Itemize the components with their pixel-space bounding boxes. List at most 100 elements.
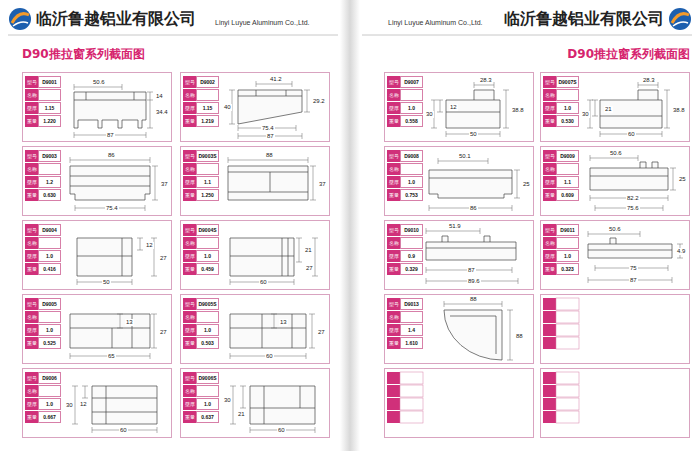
dimension-label: 87 [629, 277, 638, 284]
profile-drawing-part [250, 386, 315, 424]
profile-card: 型号D9005名称壁厚1.0重量0.525132765 [22, 294, 172, 364]
field-label: 名称 [25, 89, 38, 101]
empty-card-part [387, 372, 400, 384]
field-label: 壁厚 [543, 102, 556, 114]
blank-cell [556, 237, 579, 249]
dimension-label: 21 [304, 247, 313, 254]
profile-card: 型号D9013名称壁厚1.4重量1.6108888 [384, 294, 534, 364]
profile-drawing-part [429, 170, 512, 198]
dimension-label: 88 [515, 333, 524, 340]
field-value: 1.2 [38, 176, 61, 188]
dimension-label: 41.2 [269, 76, 283, 83]
field-value: 0.525 [38, 337, 61, 349]
dimension-label: 82.2 [626, 195, 640, 202]
profile-drawing [588, 231, 683, 283]
profile-drawing-part [228, 166, 308, 200]
dimension-label: 30 [65, 402, 74, 409]
profile-drawing-part [429, 158, 520, 211]
field-value: 0.753 [400, 189, 423, 201]
profile-drawing-part [446, 90, 500, 128]
dimension-label: 28.3 [479, 77, 493, 84]
profile-drawing-part [230, 238, 294, 276]
empty-card-part [543, 372, 556, 384]
empty-card-part [385, 369, 534, 438]
field-label: 壁厚 [183, 102, 196, 114]
dimension-label: 34.4 [155, 109, 169, 116]
field-label: 型号 [183, 372, 196, 384]
dimension-label: 60 [277, 427, 286, 434]
profile-card: 型号D9002名称壁厚1.15重量1.21941.24029.275.487 [180, 72, 330, 142]
profile-drawing [587, 82, 670, 137]
empty-card-part [543, 385, 556, 397]
profile-drawing-part [230, 386, 315, 433]
field-label: 型号 [25, 224, 38, 236]
empty-card-part [387, 411, 400, 423]
blank-cell [38, 237, 61, 249]
field-label: 名称 [25, 163, 38, 175]
dimension-label: 30 [425, 111, 434, 118]
profile-drawing-part [72, 386, 157, 433]
profile-card: 型号D9011名称壁厚1.0重量0.32350.64.97587 [540, 220, 690, 290]
profile-drawing-part [444, 310, 502, 360]
profile-drawing [229, 81, 310, 139]
field-label: 重量 [25, 263, 38, 275]
empty-card-part [543, 298, 556, 310]
field-value: 0.9 [400, 250, 423, 262]
profile-drawing [70, 157, 158, 211]
dimension-label: 38.8 [672, 107, 686, 114]
field-label: 重量 [543, 263, 556, 275]
profile-drawing-part [74, 84, 153, 138]
company-logo-part [9, 8, 31, 30]
profile-card: 型号D9009名称壁厚1.1重量0.60950.62582.275.6 [540, 146, 690, 216]
dimension-label: 13 [125, 319, 134, 326]
field-value: 0.609 [556, 189, 579, 201]
field-value: 0.416 [38, 263, 61, 275]
field-label: 名称 [387, 237, 400, 249]
empty-card-part [543, 311, 556, 323]
field-value: 1.0 [38, 398, 61, 410]
field-value: D9010 [400, 224, 423, 236]
blank-cell [196, 237, 219, 249]
company-logo [669, 8, 691, 30]
field-label: 重量 [183, 337, 196, 349]
blank-cell [38, 385, 61, 397]
dimension-label: 75.6 [626, 205, 640, 212]
field-label: 壁厚 [25, 176, 38, 188]
field-value: D9002 [196, 76, 219, 88]
empty-card-part [541, 369, 690, 438]
field-value: 0.323 [556, 263, 579, 275]
dimension-label: 12 [79, 401, 88, 408]
profile-card: 型号D9007名称壁厚1.0重量0.55828.3301238.850 [384, 72, 534, 142]
field-label: 壁厚 [387, 102, 400, 114]
dimension-label: 25 [522, 181, 531, 188]
field-value: 0.530 [556, 115, 579, 127]
field-value: 1.0 [556, 250, 579, 262]
profile-drawing-part [77, 238, 132, 276]
field-label: 重量 [25, 189, 38, 201]
profile-drawing-part [444, 301, 513, 360]
field-value: 1.0 [38, 324, 61, 336]
profile-card: 型号D9004名称壁厚1.0重量0.416122750 [22, 220, 172, 290]
blank-cell [400, 89, 423, 101]
profile-drawing [230, 238, 318, 285]
field-label: 壁厚 [543, 176, 556, 188]
dimension-label: 86 [107, 152, 116, 159]
field-value: 1.4 [400, 324, 423, 336]
profile-drawing-part [590, 162, 668, 190]
field-label: 重量 [387, 189, 400, 201]
field-label: 型号 [183, 298, 196, 310]
field-label: 型号 [387, 150, 400, 162]
profile-drawing [230, 386, 315, 433]
field-value: 1.15 [38, 102, 61, 114]
dimension-label: 50.1 [458, 153, 472, 160]
profile-drawing [72, 386, 157, 433]
field-value: 1.1 [196, 176, 219, 188]
field-value: 0.503 [196, 337, 219, 349]
empty-card-part [541, 295, 690, 364]
dimension-label: 29.2 [312, 98, 326, 105]
dimension-label: 86 [469, 205, 478, 212]
field-label: 壁厚 [25, 324, 38, 336]
profile-drawing-part [431, 82, 509, 137]
field-label: 壁厚 [387, 250, 400, 262]
